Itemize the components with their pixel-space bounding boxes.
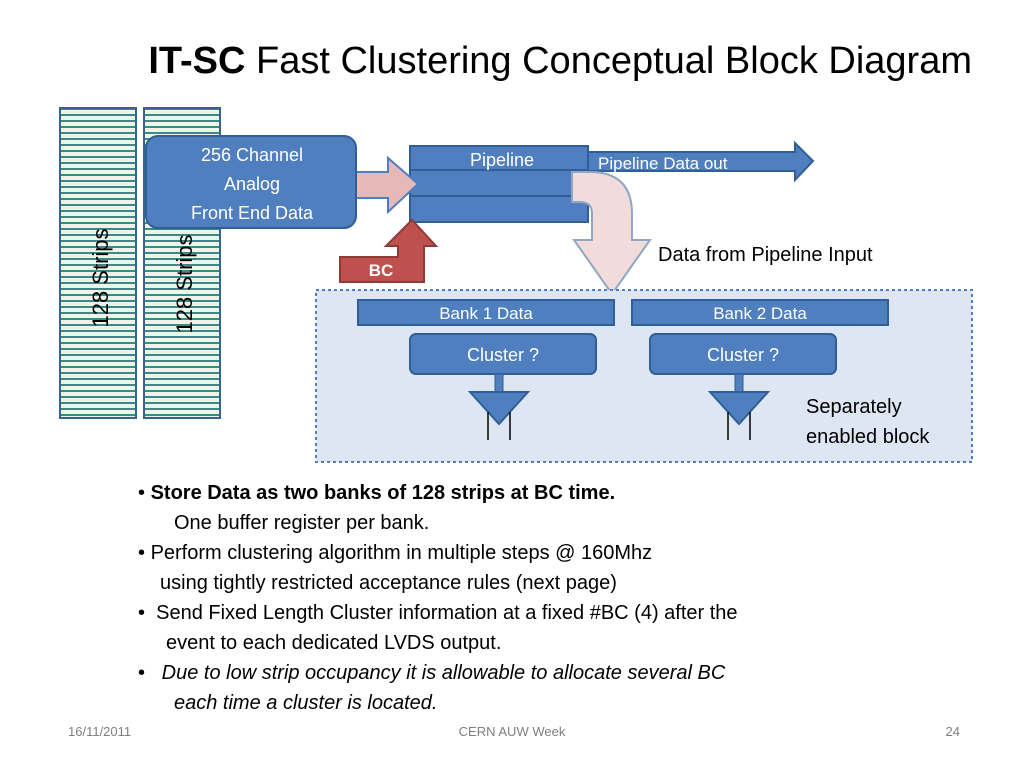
strips-label-1: 128 Strips — [88, 228, 113, 327]
bullet-italic-text: each time a cluster is located. — [174, 692, 438, 714]
cluster-1-label: Cluster ? — [467, 345, 539, 365]
bullet-list: • Store Data as two banks of 128 strips … — [138, 478, 938, 718]
strips-label-2: 128 Strips — [172, 234, 197, 333]
afe-to-pipeline-arrow — [349, 155, 420, 215]
bullet-line-5: • Send Fixed Length Cluster information … — [138, 598, 938, 628]
pipeline-block — [409, 145, 589, 223]
bullet-bold-text: Store Data as two banks of 128 strips at… — [150, 482, 616, 504]
bank-1-label: Bank 1 Data — [439, 304, 533, 323]
bullet-italic-text: Due to low strip occupancy it is allowab… — [161, 662, 726, 684]
afe-line-1: 256 Channel — [201, 145, 303, 165]
bullet-line-7: • Due to low strip occupancy it is allow… — [138, 658, 938, 688]
bank-2-label: Bank 2 Data — [713, 304, 807, 323]
footer-page-number: 24 — [945, 724, 960, 739]
title-rest: Fast Clustering Conceptual Block Diagram — [245, 40, 972, 82]
bullet-text: event to each dedicated LVDS output. — [166, 632, 502, 654]
lvds-driver-1 — [467, 373, 531, 440]
bullet-marker: • — [138, 482, 151, 504]
bc-label: BC — [369, 261, 394, 280]
pipeline-out-arrow — [569, 140, 815, 183]
pipeline-input-arrow — [571, 171, 652, 296]
lvds-driver-2 — [707, 373, 771, 440]
strips-block-1 — [59, 107, 137, 419]
cluster-2-label: Cluster ? — [707, 345, 779, 365]
bullet-marker: • — [138, 542, 151, 564]
bullet-marker: • — [138, 662, 162, 684]
pipeline-label: Pipeline — [470, 150, 534, 170]
bullet-text: Send Fixed Length Cluster information at… — [156, 602, 738, 624]
bank-2-block — [631, 299, 889, 326]
bullet-text: Perform clustering algorithm in multiple… — [150, 542, 653, 564]
bullet-line-3: • Perform clustering algorithm in multip… — [138, 538, 938, 568]
pipeline-out-label: Pipeline Data out — [598, 154, 728, 173]
bullet-line-2: One buffer register per bank. — [138, 508, 938, 538]
footer-event: CERN AUW Week — [458, 724, 566, 739]
bullet-text: One buffer register per bank. — [174, 512, 430, 534]
title-bold: IT-SC — [148, 40, 246, 82]
separately-label-1: Separately — [806, 396, 902, 418]
slide-title: IT-SC Fast Clustering Conceptual Block D… — [0, 40, 1024, 83]
bullet-line-8: each time a cluster is located. — [138, 688, 938, 718]
afe-line-2: Analog — [224, 174, 280, 194]
analog-front-end-block — [145, 135, 357, 229]
separately-label-2: enabled block — [806, 426, 930, 448]
afe-line-3: Front End Data — [191, 203, 314, 223]
bullet-line-4: using tightly restricted acceptance rule… — [138, 568, 938, 598]
footer-date: 16/11/2011 — [68, 724, 132, 739]
pipeline-input-label: Data from Pipeline Input — [658, 244, 873, 266]
bullet-marker: • — [138, 602, 157, 624]
bc-arrow — [339, 218, 439, 283]
bullet-line-6: event to each dedicated LVDS output. — [138, 628, 938, 658]
bank-1-block — [357, 299, 615, 326]
bullet-line-1: • Store Data as two banks of 128 strips … — [138, 478, 938, 508]
bullet-text: using tightly restricted acceptance rule… — [160, 572, 617, 594]
